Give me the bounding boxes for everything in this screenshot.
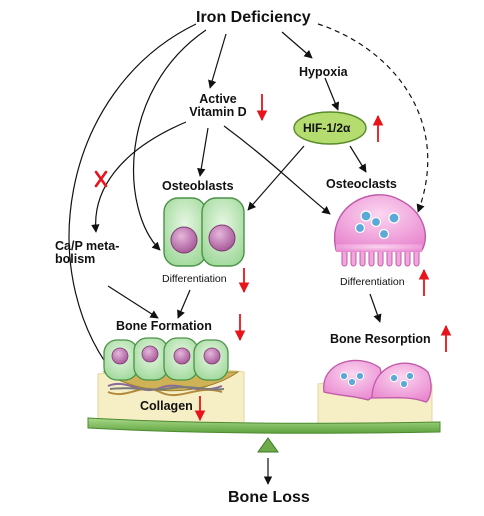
arrow-cap-bone-formation (107, 285, 159, 319)
osteoblasts-label: Osteoblasts (162, 179, 234, 193)
pathway-arrows (68, 23, 429, 485)
collagen-label: Collagen (140, 399, 193, 413)
arrow-hypoxia-hif (324, 77, 340, 111)
arrow-iron-osteoclasts-dashed (317, 23, 429, 213)
indicator-arrows (194, 94, 452, 422)
arrow-obdiff-bone-formation (177, 289, 191, 319)
arrow-hif-osteoclasts (349, 145, 367, 173)
arrow-iron-vitamin-d (208, 33, 227, 89)
osteoclast-cell-icon (333, 194, 426, 267)
balance-beam (87, 417, 441, 434)
arrow-iron-hypoxia (281, 31, 313, 59)
osteoblast-differentiation-label: Differentiation (162, 273, 227, 285)
collagen-fibers-icon (107, 382, 225, 397)
fulcrum-triangle-icon (257, 437, 279, 453)
vitamin-d-label: Active Vitamin D (189, 92, 247, 120)
hif-label: HIF-1/2α (303, 121, 351, 135)
iron-deficiency-label: Iron Deficiency (196, 9, 311, 26)
bone-loss-label: Bone Loss (228, 489, 310, 506)
ca-p-metabolism-label: Ca/P meta-bolism (55, 239, 120, 267)
arrow-ocdiff-bone-resorption (369, 293, 382, 323)
arrow-iron-osteoblasts (132, 29, 207, 251)
arrow-vitd-cap (91, 121, 187, 233)
osteoclast-differentiation-label: Differentiation (340, 276, 405, 288)
blocked-x-icon (94, 170, 108, 188)
arrow-hif-osteoblasts (247, 145, 305, 211)
osteoclasts-label: Osteoclasts (326, 177, 397, 191)
osteoblast-layer-icon (103, 337, 229, 381)
hypoxia-label: Hypoxia (299, 65, 348, 79)
arrow-iron-collagen (68, 23, 197, 385)
arrow-vitd-osteoblasts (197, 127, 209, 177)
osteoblast-cells-icon (163, 197, 245, 267)
hif-ellipse (293, 111, 367, 145)
resorbing-osteoclasts-icon (323, 359, 432, 403)
bone-resorption-label: Bone Resorption (330, 332, 431, 346)
bone-formation-label: Bone Formation (116, 319, 212, 333)
arrow-vitd-osteoclasts (223, 125, 331, 215)
